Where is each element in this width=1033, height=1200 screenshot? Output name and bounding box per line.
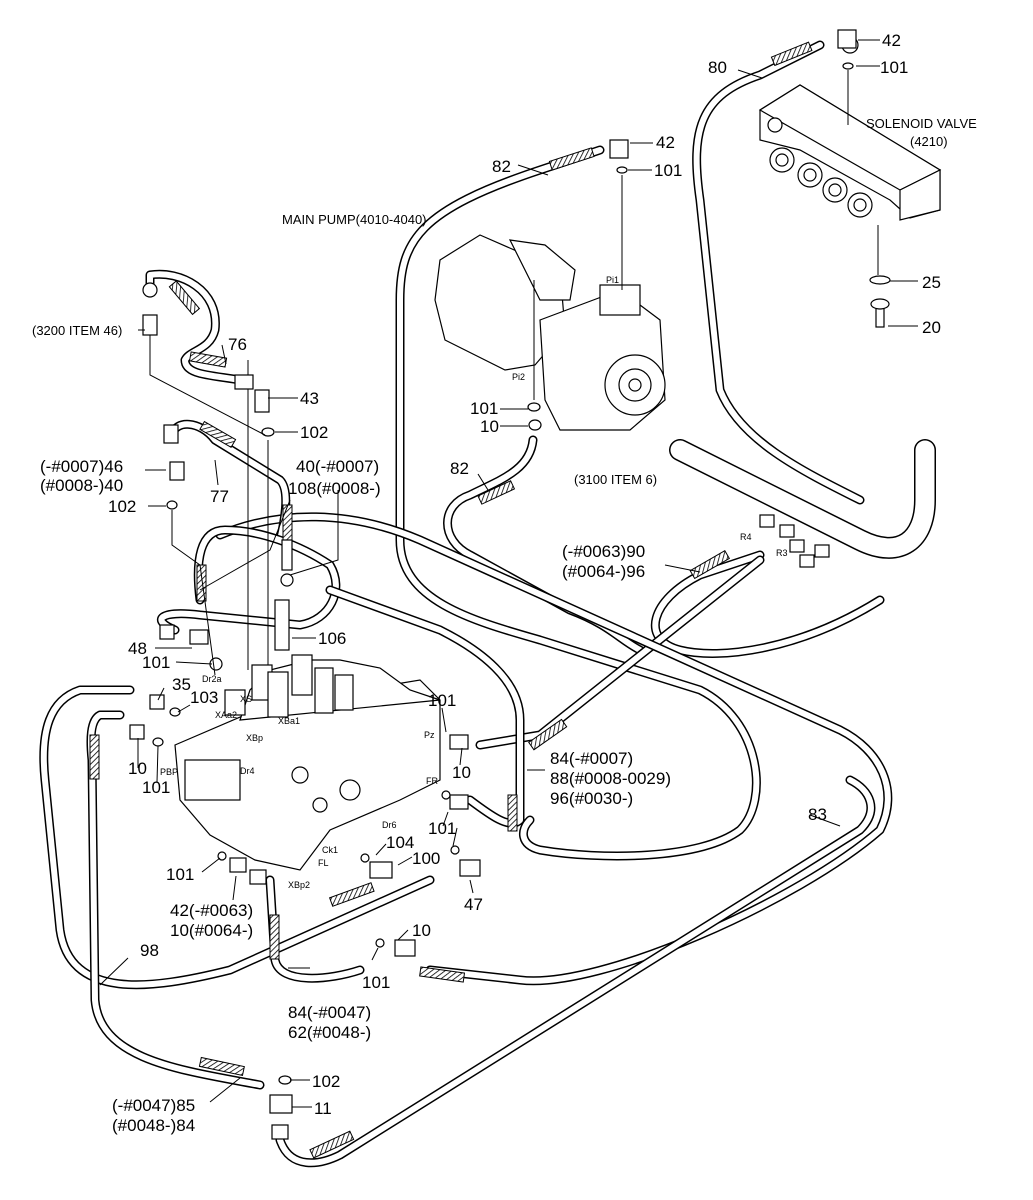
callout-25: 25 (922, 273, 941, 292)
callout-101: 101 (362, 973, 390, 992)
callout-40: (#0008-)40 (40, 476, 123, 495)
callout-10: 10 (128, 759, 147, 778)
callout-76: 76 (228, 335, 247, 354)
port-label-dr4: Dr4 (240, 766, 255, 776)
port-labels: Pi1 Pi2 R4 R3 Dr2a XAa2 XBp XBa1 XS Pz P… (160, 275, 788, 890)
callout-101: 101 (654, 161, 682, 180)
main-pump-label: MAIN PUMP(4010-4040) (282, 212, 427, 227)
callout-47: 47 (464, 895, 483, 914)
hose-sleeves (89, 41, 813, 1159)
port-label-pbp: PBP (160, 767, 178, 777)
callout-labels: 42 101 80 SOLENOID VALVE (4210) 42 101 8… (32, 31, 977, 1135)
callout-88: 88(#0008-0029) (550, 769, 671, 788)
callout-101: 101 (166, 865, 194, 884)
callout-43: 43 (300, 389, 319, 408)
pipe-lines (39, 40, 936, 1168)
port-label-xbp2: XBp2 (288, 880, 310, 890)
callout-42: 42 (882, 31, 901, 50)
callout-11: 11 (314, 1099, 332, 1118)
leader-lines (99, 39, 918, 1108)
callout-10: 10 (412, 921, 431, 940)
solenoid-valve-label: SOLENOID VALVE (866, 116, 977, 131)
callout-84-0007: 84(-#0007) (550, 749, 633, 768)
callout-3200-item-46: (3200 ITEM 46) (32, 323, 122, 338)
port-label-r3: R3 (776, 548, 788, 558)
callout-35: 35 (172, 675, 191, 694)
callout-42-0063: 42(-#0063) (170, 901, 253, 920)
callout-85: (-#0047)85 (112, 1096, 195, 1115)
callout-90: (-#0063)90 (562, 542, 645, 561)
callout-10: 10 (452, 763, 471, 782)
callout-103: 103 (190, 688, 218, 707)
callout-96: (#0064-)96 (562, 562, 645, 581)
port-label-xba1: XBa1 (278, 716, 300, 726)
port-label-ck1: Ck1 (322, 845, 338, 855)
port-label-fl: FL (318, 858, 329, 868)
callout-101: 101 (142, 778, 170, 797)
port-label-xs: XS (240, 694, 252, 704)
callout-96-0030: 96(#0030-) (550, 789, 633, 808)
callout-84-0048: (#0048-)84 (112, 1116, 195, 1135)
solenoid-valve-block (758, 36, 942, 328)
callout-82: 82 (450, 459, 469, 478)
port-label-pi2: Pi2 (512, 372, 525, 382)
callout-108: 108(#0008-) (288, 479, 381, 498)
callout-82: 82 (492, 157, 511, 176)
callout-80: 80 (708, 58, 727, 77)
port-label-pz: Pz (424, 730, 435, 740)
callout-101: 101 (428, 691, 456, 710)
callout-106: 106 (318, 629, 346, 648)
port-label-pi1: Pi1 (606, 275, 619, 285)
callout-102: 102 (312, 1072, 340, 1091)
port-label-fr: FR (426, 776, 438, 786)
callout-40-0007: 40(-#0007) (296, 457, 379, 476)
callout-46: (-#0007)46 (40, 457, 123, 476)
callout-101: 101 (142, 653, 170, 672)
callout-42: 42 (656, 133, 675, 152)
callout-3100-item-6: (3100 ITEM 6) (574, 472, 657, 487)
main-control-valve (174, 360, 441, 871)
callout-62: 62(#0048-) (288, 1023, 371, 1042)
callout-83: 83 (808, 805, 827, 824)
port-label-xbp: XBp (246, 733, 263, 743)
solenoid-valve-number: (4210) (910, 134, 948, 149)
callout-10: 10 (480, 417, 499, 436)
callout-84-0047: 84(-#0047) (288, 1003, 371, 1022)
callout-77: 77 (210, 487, 229, 506)
port-label-r4: R4 (740, 532, 752, 542)
port-label-xa2: XAa2 (215, 710, 237, 720)
callout-10-0064: 10(#0064-) (170, 921, 253, 940)
callout-20: 20 (922, 318, 941, 337)
callout-102: 102 (300, 423, 328, 442)
callout-102: 102 (108, 497, 136, 516)
port-label-dr2a: Dr2a (202, 674, 222, 684)
callout-101: 101 (470, 399, 498, 418)
main-pump (434, 175, 666, 431)
callout-101: 101 (880, 58, 908, 77)
callout-48: 48 (128, 639, 147, 658)
callout-104: 104 (386, 833, 414, 852)
port-label-dr6: Dr6 (382, 820, 397, 830)
fittings (129, 29, 857, 1140)
callout-100: 100 (412, 849, 440, 868)
callout-98: 98 (140, 941, 159, 960)
callout-101: 101 (428, 819, 456, 838)
